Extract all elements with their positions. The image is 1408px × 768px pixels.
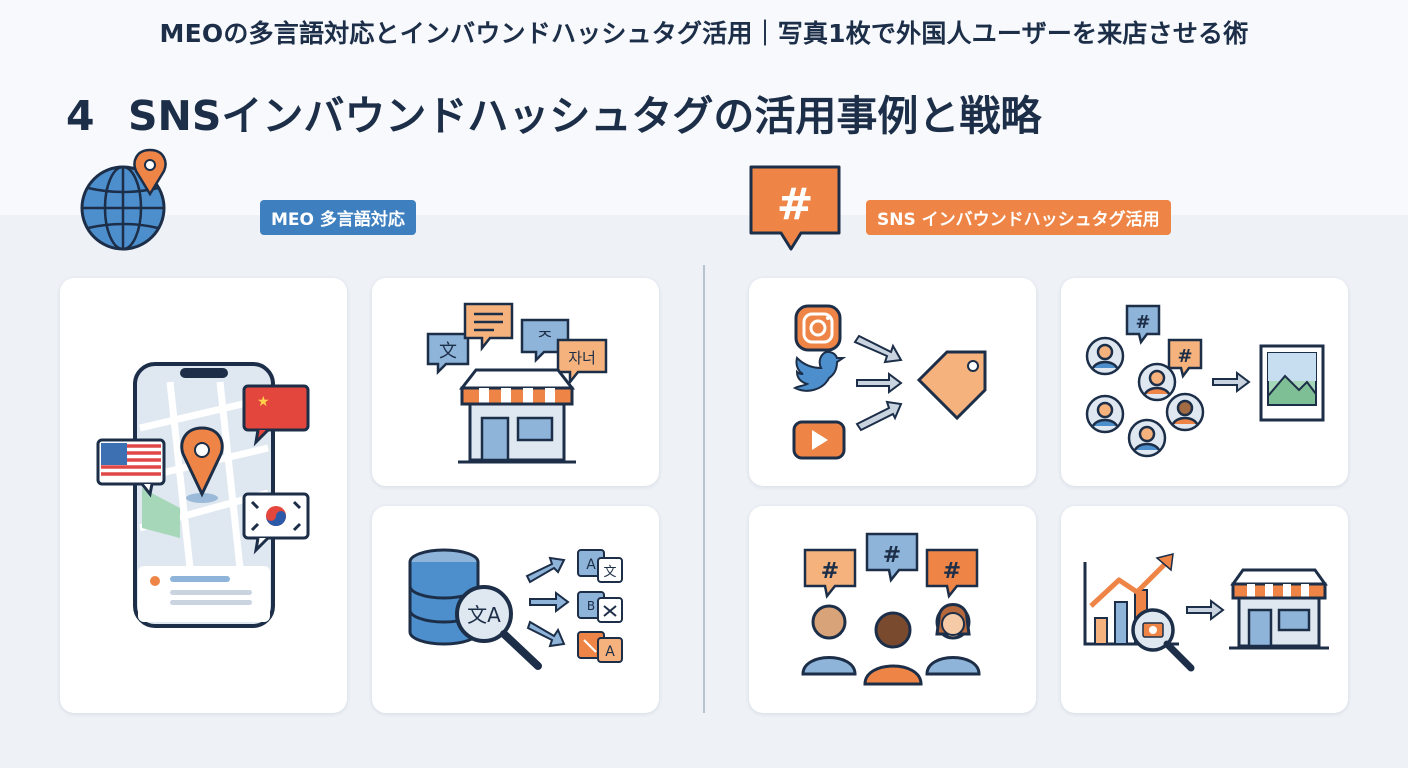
section-number: 4: [66, 92, 95, 140]
arrow-icon: [1186, 599, 1225, 621]
glyph-bun-2: 文: [603, 565, 616, 580]
section-heading: 4 SNSインバウンドハッシュタグの活用事例と戦略: [66, 82, 1041, 142]
speech-bubble-icon: 文 ᄌ 자너: [426, 302, 608, 386]
card-multilingual-map-phone: ★: [60, 278, 347, 713]
map-pin-icon: [180, 426, 224, 503]
glyph-hash-4: #: [883, 543, 901, 568]
arrow-icon: [1212, 371, 1251, 393]
card-growth-to-store: [1061, 506, 1348, 713]
person-icon: [801, 603, 981, 686]
us-flag-icon: [96, 438, 166, 498]
card-user-hashtag-network: # #: [1061, 278, 1348, 486]
china-flag-icon: ★: [242, 384, 310, 447]
hashtag-bubble-icon: # # #: [803, 532, 979, 599]
meo-label: MEO 多言語対応: [260, 200, 416, 235]
svg-text:#: #: [777, 179, 814, 230]
korea-flag-icon: [242, 492, 310, 555]
storefront-icon: [458, 368, 576, 464]
hashtag-bubble-icon: #: [749, 165, 841, 251]
tag-icon: [916, 350, 987, 421]
glyph-bun: 文: [439, 341, 457, 362]
section-heading-text: SNSインバウンドハッシュタグの活用事例と戦略: [128, 92, 1042, 140]
glyph-hash-1: #: [1135, 312, 1150, 333]
storefront-icon: [1229, 568, 1329, 650]
glyph-b: B: [587, 599, 595, 613]
arrow-icon: [853, 334, 903, 432]
arrow-icon: [525, 556, 570, 648]
header-band: [0, 0, 1408, 215]
glyph-janeo: 자너: [568, 349, 596, 367]
glyph-ja: ᄌ: [537, 329, 553, 349]
globe-pin-icon: [80, 148, 167, 251]
magnifier-icon: 文A: [455, 585, 542, 670]
twitter-icon: [792, 350, 847, 392]
glyph-hash-3: #: [821, 559, 839, 584]
column-divider: [703, 265, 705, 713]
translation-card-icon: A 文 B A: [577, 549, 623, 663]
svg-text:★: ★: [257, 394, 270, 410]
user-avatar-icon: [1085, 336, 1205, 458]
card-people-hashtags: # # #: [749, 506, 1036, 713]
photo-icon: [1259, 344, 1325, 422]
hashtag-bubble-icon: # #: [1125, 304, 1203, 379]
glyph-hash-2: #: [1177, 346, 1192, 367]
glyph-a-2: A: [605, 644, 615, 660]
sns-hashtag-label: SNS インバウンドハッシュタグ活用: [866, 200, 1171, 235]
camera-search-icon: [1131, 608, 1195, 672]
glyph-translate: 文A: [467, 603, 501, 627]
instagram-icon: [794, 304, 842, 352]
glyph-hash-5: #: [943, 559, 961, 584]
trend-arrow-icon: [1089, 553, 1174, 608]
card-multilingual-store: 文 ᄌ 자너: [372, 278, 659, 486]
card-social-to-tag: [749, 278, 1036, 486]
article-title: MEOの多言語対応とインバウンドハッシュタグ活用｜写真1枚で外国人ユーザーを来店…: [159, 19, 1249, 48]
glyph-a-1: A: [586, 557, 596, 573]
youtube-icon: [792, 420, 846, 460]
card-translation-database: 文A A 文 B A: [372, 506, 659, 713]
